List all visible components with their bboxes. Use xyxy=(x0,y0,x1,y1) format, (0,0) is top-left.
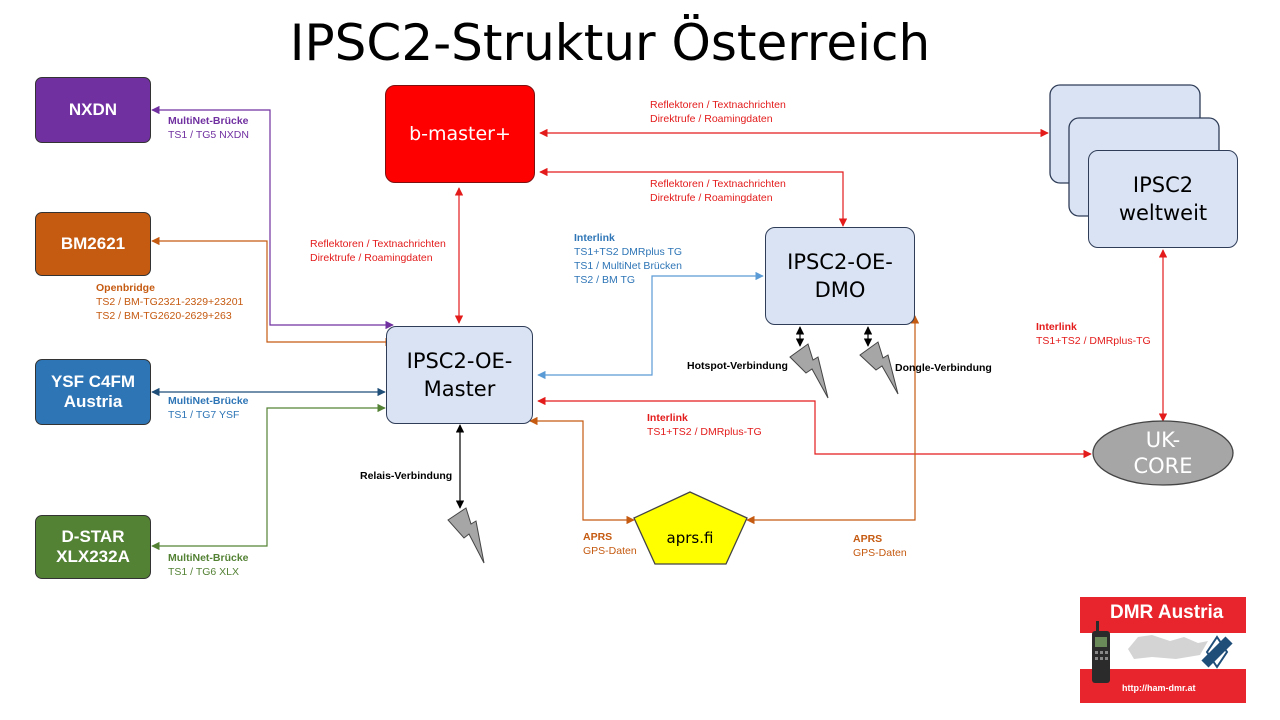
refl-top-label: Reflektoren / Textnachrichten Direktrufe… xyxy=(650,98,786,126)
interlink-blue-line-1: TS1+TS2 DMRplus TG xyxy=(574,246,683,258)
aprs-right-head: APRS xyxy=(853,533,883,545)
radio-icon xyxy=(1092,621,1233,683)
relais-label: Relais-Verbindung xyxy=(360,470,453,482)
openbridge-line-2: TS2 / BM-TG2620-2629+263 xyxy=(96,310,232,322)
ysf-node[interactable]: YSF C4FM Austria xyxy=(35,359,151,425)
openbridge-head: Openbridge xyxy=(96,282,155,294)
nxdn-bridge-line: TS1 / TG5 NXDN xyxy=(168,129,249,141)
aprs-label: aprs.fi xyxy=(666,529,714,547)
interlink-blue-label: Interlink TS1+TS2 DMRplus TG TS1 / Multi… xyxy=(574,231,682,287)
refl-top-line-1: Reflektoren / Textnachrichten xyxy=(650,99,786,111)
nxdn-bridge-label: MultiNet-Brücke TS1 / TG5 NXDN xyxy=(168,114,249,142)
ysf-label: YSF C4FM Austria xyxy=(50,372,136,411)
interlink-blue-head: Interlink xyxy=(574,232,615,244)
dongle-lightning-icon xyxy=(859,341,899,395)
bmaster-node[interactable]: b-master+ xyxy=(385,85,535,183)
logo-url[interactable]: http://ham-dmr.at xyxy=(1122,683,1196,693)
nxdn-label: NXDN xyxy=(68,100,118,119)
ysf-bridge-label: MultiNet-Brücke TS1 / TG7 YSF xyxy=(168,394,249,422)
dstar-bridge-line: TS1 / TG6 XLX xyxy=(168,566,240,578)
refl-dmo-line-1: Reflektoren / Textnachrichten xyxy=(650,178,786,190)
bm2621-node[interactable]: BM2621 xyxy=(35,212,151,276)
interlink-mid-label: Interlink TS1+TS2 / DMRplus-TG xyxy=(647,411,762,439)
dstar-node[interactable]: D-STAR XLX232A xyxy=(35,515,151,579)
relais-lightning-icon xyxy=(447,507,485,564)
hotspot-lightning-icon xyxy=(789,343,829,399)
bmaster-label: b-master+ xyxy=(409,123,511,145)
weltweit-label: IPSC2 weltweit xyxy=(1118,173,1208,225)
openbridge-line-1: TS2 / BM-TG2321-2329+23201 xyxy=(96,296,244,308)
page-title: IPSC2-Struktur Österreich xyxy=(289,14,931,72)
oe-dmo-label: IPSC2-OE-DMO xyxy=(787,250,893,302)
interlink-mid-head: Interlink xyxy=(647,412,688,424)
hotspot-label: Hotspot-Verbindung xyxy=(687,360,788,372)
nxdn-bridge-head: MultiNet-Brücke xyxy=(168,115,249,127)
dstar-label: D-STAR XLX232A xyxy=(56,527,130,566)
dongle-label: Dongle-Verbindung xyxy=(895,362,992,374)
aprs-left-head: APRS xyxy=(583,531,613,543)
weltweit-node[interactable]: IPSC2 weltweit xyxy=(1088,150,1238,248)
dmr-austria-logo: DMR Austria http://ham-dmr.at xyxy=(1080,597,1246,703)
dstar-bridge-label: MultiNet-Brücke TS1 / TG6 XLX xyxy=(168,551,249,579)
ukcore-label: UK-CORE xyxy=(1133,428,1193,478)
dstar-bridge-head: MultiNet-Brücke xyxy=(168,552,249,564)
interlink-right-line: TS1+TS2 / DMRplus-TG xyxy=(1036,335,1151,347)
aprs-left-label: APRS GPS-Daten xyxy=(583,530,637,558)
logo-title: DMR Austria xyxy=(1110,602,1224,623)
ysf-bridge-line: TS1 / TG7 YSF xyxy=(168,409,240,421)
interlink-mid-line: TS1+TS2 / DMRplus-TG xyxy=(647,426,762,438)
refl-dmo-label: Reflektoren / Textnachrichten Direktrufe… xyxy=(650,177,786,205)
refl-master-line-2: Direktrufe / Roamingdaten xyxy=(310,252,433,264)
interlink-right-label: Interlink TS1+TS2 / DMRplus-TG xyxy=(1036,320,1151,348)
aprs-right-label: APRS GPS-Daten xyxy=(853,532,907,560)
bm2621-label: BM2621 xyxy=(60,234,126,253)
interlink-right-head: Interlink xyxy=(1036,321,1077,333)
refl-dmo-line-2: Direktrufe / Roamingdaten xyxy=(650,192,773,204)
refl-master-line-1: Reflektoren / Textnachrichten xyxy=(310,238,446,250)
ukcore-ellipse xyxy=(1092,420,1234,486)
refl-master-label: Reflektoren / Textnachrichten Direktrufe… xyxy=(310,237,446,265)
nxdn-node[interactable]: NXDN xyxy=(35,77,151,143)
interlink-blue-line-2: TS1 / MultiNet Brücken xyxy=(574,260,682,272)
refl-top-line-2: Direktrufe / Roamingdaten xyxy=(650,113,773,125)
aprs-left-line: GPS-Daten xyxy=(583,545,637,557)
interlink-blue-line-3: TS2 / BM TG xyxy=(574,274,636,286)
aprs-node[interactable]: aprs.fi xyxy=(640,520,740,556)
oe-master-label: IPSC2-OE-Master xyxy=(406,349,513,401)
ukcore-node[interactable]: UK-CORE xyxy=(1093,421,1233,485)
oe-dmo-node[interactable]: IPSC2-OE-DMO xyxy=(765,227,915,325)
openbridge-label: Openbridge TS2 / BM-TG2321-2329+23201 TS… xyxy=(96,281,243,323)
oe-master-node[interactable]: IPSC2-OE-Master xyxy=(386,326,533,424)
aprs-right-line: GPS-Daten xyxy=(853,547,907,559)
aprs-pentagon xyxy=(633,491,748,565)
ysf-bridge-head: MultiNet-Brücke xyxy=(168,395,249,407)
